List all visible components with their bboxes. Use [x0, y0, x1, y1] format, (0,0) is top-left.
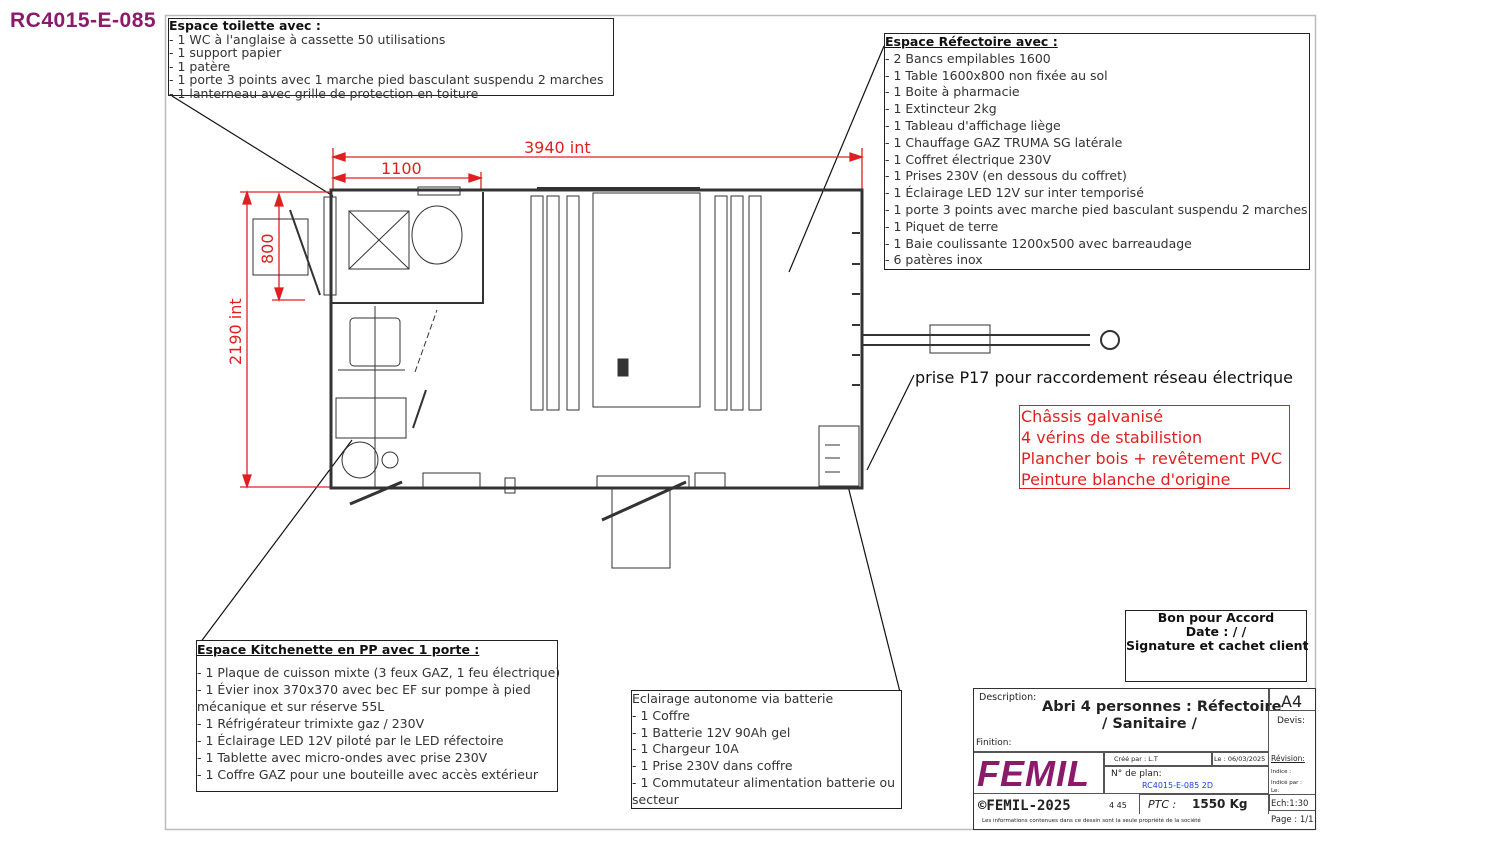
- dimension-lines: [240, 148, 865, 490]
- dim-length: 3940 int: [524, 138, 591, 157]
- kitchenette-item: mécanique et sur réserve 55L: [197, 699, 385, 714]
- indice-label: Indice :: [1271, 769, 1292, 775]
- toilet-item: - 1 porte 3 points avec 1 marche pied ba…: [169, 72, 604, 87]
- chassis-item: 4 vérins de stabilistion: [1021, 428, 1203, 447]
- refectoire-item: - 1 porte 3 points avec marche pied basc…: [885, 201, 1308, 217]
- toilet-item: - 1 lanterneau avec grille de protection…: [169, 85, 479, 101]
- toilet-item: - 1 support papier: [169, 45, 282, 60]
- chassis-item: Plancher bois + revêtement PVC: [1021, 449, 1282, 468]
- refectoire-item: - 1 Piquet de terre: [885, 218, 999, 234]
- description-line2: / Sanitaire /: [1102, 716, 1197, 732]
- devis-label: Devis:: [1277, 716, 1306, 726]
- battery-item: - 1 Chargeur 10A: [632, 741, 739, 757]
- refectoire-item: - 1 Baie coulissante 1200x500 avec barre…: [885, 235, 1192, 251]
- battery-item: - 1 Prise 230V dans coffre: [632, 758, 793, 774]
- floor-plan: [252, 186, 1120, 569]
- format: A4: [1281, 692, 1303, 711]
- battery-spec-box: Eclairage autonome via batterie - 1 Coff…: [631, 690, 902, 809]
- dim-toilet-width: 1100: [381, 159, 422, 178]
- kitchenette-spec-box: Espace Kitchenette en PP avec 1 porte : …: [196, 640, 561, 792]
- kitchenette-title: Espace Kitchenette en PP avec 1 porte :: [197, 642, 480, 657]
- finition-label: Finition:: [976, 738, 1012, 748]
- plan-number: RC4015-E-085 2D: [1142, 781, 1213, 790]
- ptc-label: PTC :: [1148, 798, 1177, 811]
- approval-date: Date : / /: [1185, 624, 1247, 639]
- disclaimer: Les informations contenues dans ce dessi…: [982, 818, 1201, 824]
- sheet-frame: [164, 14, 1317, 831]
- battery-item: - 1 Coffre: [632, 707, 690, 723]
- kitchenette-item: - 1 Réfrigérateur trimixte gaz / 230V: [197, 716, 425, 731]
- leader-lines: [171, 45, 915, 693]
- copyright: ©FEMIL-2025: [978, 798, 1071, 814]
- approval-signature: Signature et cachet client: [1126, 638, 1309, 653]
- revision-label: Révision:: [1271, 754, 1305, 763]
- document-id: RC4015-E-085: [10, 9, 157, 32]
- refectoire-item: - 1 Prises 230V (en dessous du coffret): [885, 168, 1127, 184]
- dimension-labels: 3940 int 1100 2190 int 800: [226, 138, 591, 365]
- kitchenette-item: - 1 Tablette avec micro-ondes avec prise…: [197, 750, 488, 765]
- page-number: Page : 1/1: [1271, 815, 1314, 825]
- toilet-item: - 1 patère: [169, 58, 231, 74]
- created-date: Le : 06/03/2025: [1214, 755, 1266, 763]
- toilet-item: - 1 WC à l'anglaise à cassette 50 utilis…: [169, 31, 446, 47]
- refectoire-item: - 1 Éclairage LED 12V sur inter temporis…: [885, 185, 1144, 201]
- refectoire-item: - 1 Coffret électrique 230V: [885, 151, 1051, 167]
- kitchenette-item: - 1 Plaque de cuisson mixte (3 feux GAZ,…: [197, 665, 561, 680]
- scale: Ech:1:30: [1271, 799, 1309, 809]
- plan-label: N° de plan:: [1111, 769, 1162, 779]
- battery-item: Eclairage autonome via batterie: [632, 691, 834, 706]
- description-label: Description:: [979, 692, 1037, 703]
- code: 4 45: [1109, 801, 1127, 810]
- chassis-item: Châssis galvanisé: [1021, 407, 1164, 426]
- created-by: Créé par : L.T: [1114, 755, 1158, 763]
- refectoire-title: Espace Réfectoire avec :: [885, 34, 1058, 49]
- toilet-title: Espace toilette avec :: [169, 18, 321, 33]
- battery-item: secteur: [632, 791, 679, 807]
- ptc-value: 1550 Kg: [1192, 797, 1248, 811]
- kitchenette-item: - 1 Évier inox 370x370 avec bec EF sur p…: [197, 682, 531, 697]
- chassis-spec-box: Châssis galvanisé 4 vérins de stabilisti…: [1019, 405, 1290, 489]
- le-label: Le:: [1271, 788, 1280, 794]
- refectoire-item: - 1 Table 1600x800 non fixée au sol: [885, 67, 1108, 83]
- refectoire-item: - 1 Extincteur 2kg: [885, 101, 997, 117]
- refectoire-item: - 1 Boite à pharmacie: [885, 84, 1020, 100]
- refectoire-item: - 1 Chauffage GAZ TRUMA SG latérale: [885, 134, 1123, 150]
- dim-door-step: 800: [258, 233, 277, 264]
- approval-title: Bon pour Accord: [1157, 610, 1275, 625]
- femil-logo: FEMIL: [977, 753, 1090, 794]
- refectoire-spec-box: Espace Réfectoire avec : - 2 Bancs empil…: [884, 33, 1310, 270]
- refectoire-item: - 2 Bancs empilables 1600: [885, 50, 1051, 66]
- refectoire-item: - 1 Tableau d'affichage liège: [885, 117, 1061, 133]
- approval-box: Bon pour Accord Date : / / Signature et …: [1125, 610, 1309, 682]
- battery-item: - 1 Batterie 12V 90Ah gel: [632, 724, 791, 740]
- indice-par-label: Indicé par :: [1271, 780, 1303, 786]
- refectoire-item: - 6 patères inox: [885, 252, 983, 268]
- title-block: Description: Abri 4 personnes : Réfectoi…: [973, 688, 1316, 830]
- toilet-spec-box: Espace toilette avec : - 1 WC à l'anglai…: [168, 18, 614, 100]
- description-line1: Abri 4 personnes : Réfectoire: [1042, 699, 1282, 715]
- kitchenette-item: - 1 Éclairage LED 12V piloté par le LED …: [197, 733, 504, 748]
- prise-p17-label: prise P17 pour raccordement réseau élect…: [915, 368, 1293, 387]
- dim-width: 2190 int: [226, 298, 245, 365]
- battery-item: - 1 Commutateur alimentation batterie ou: [632, 774, 896, 790]
- chassis-item: Peinture blanche d'origine: [1021, 470, 1231, 489]
- kitchenette-item: - 1 Coffre GAZ pour une bouteille avec a…: [197, 767, 539, 782]
